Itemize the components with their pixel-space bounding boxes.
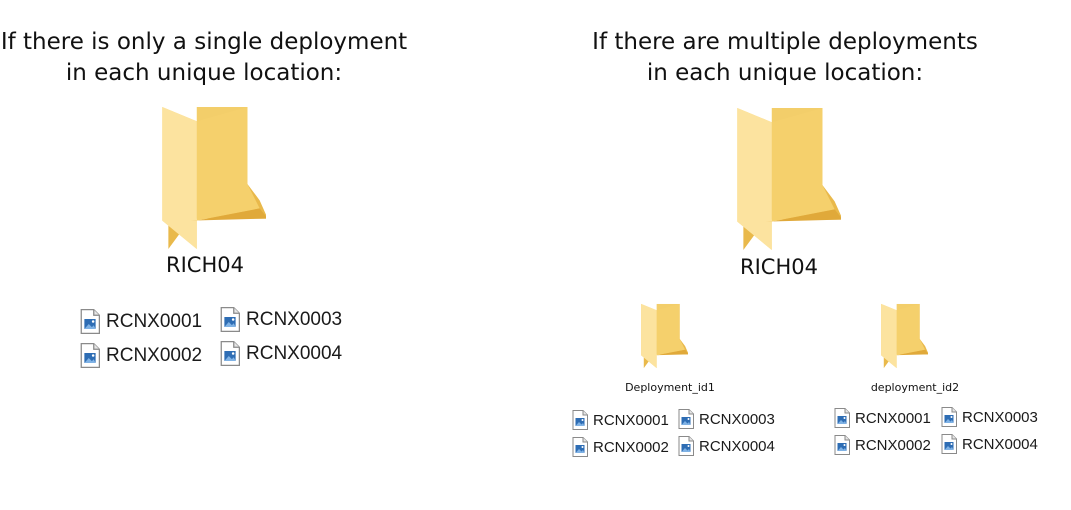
file-item[interactable]: RCNX0002 [834, 435, 931, 455]
image-file-icon [678, 409, 694, 429]
folder-icon[interactable] [640, 302, 688, 370]
file-name: RCNX0004 [699, 437, 775, 455]
right-heading: If there are multiple deployments in eac… [576, 27, 994, 89]
right-folder-label: RICH04 [740, 255, 818, 279]
subfolder-label: deployment_id2 [870, 381, 960, 394]
file-item[interactable]: RCNX0004 [220, 341, 342, 366]
file-name: RCNX0001 [106, 310, 203, 332]
image-file-icon [941, 434, 957, 454]
file-name: RCNX0001 [855, 409, 931, 427]
right-heading-line1: If there are multiple deployments [592, 29, 978, 55]
file-name: RCNX0002 [593, 438, 669, 456]
file-item[interactable]: RCNX0004 [941, 434, 1038, 454]
left-heading-line2: in each unique location: [65, 60, 343, 86]
image-file-icon [220, 307, 240, 332]
folder-icon[interactable] [880, 302, 928, 370]
folder-icon[interactable] [160, 107, 266, 249]
subfolder-label: Deployment_id1 [625, 381, 715, 394]
file-item[interactable]: RCNX0003 [941, 407, 1038, 427]
file-item[interactable]: RCNX0003 [220, 307, 342, 332]
file-name: RCNX0004 [962, 435, 1038, 453]
file-item[interactable]: RCNX0001 [572, 410, 669, 430]
file-name: RCNX0003 [246, 308, 343, 330]
image-file-icon [80, 343, 100, 368]
file-item[interactable]: RCNX0002 [80, 343, 202, 368]
file-item[interactable]: RCNX0001 [834, 408, 931, 428]
folder-icon[interactable] [735, 108, 841, 250]
file-name: RCNX0002 [855, 436, 931, 454]
file-item[interactable]: RCNX0002 [572, 437, 669, 457]
right-heading-line2: in each unique location: [646, 60, 924, 86]
file-item[interactable]: RCNX0003 [678, 409, 775, 429]
image-file-icon [834, 435, 850, 455]
image-file-icon [834, 408, 850, 428]
file-item[interactable]: RCNX0001 [80, 309, 202, 334]
left-folder-label: RICH04 [166, 253, 244, 277]
image-file-icon [220, 341, 240, 366]
image-file-icon [678, 436, 694, 456]
file-name: RCNX0003 [699, 410, 775, 428]
file-name: RCNX0003 [962, 408, 1038, 426]
image-file-icon [572, 437, 588, 457]
file-item[interactable]: RCNX0004 [678, 436, 775, 456]
file-name: RCNX0004 [246, 342, 343, 364]
file-name: RCNX0001 [593, 411, 669, 429]
image-file-icon [941, 407, 957, 427]
image-file-icon [80, 309, 100, 334]
file-name: RCNX0002 [106, 344, 203, 366]
left-heading: If there is only a single deployment in … [0, 27, 408, 89]
image-file-icon [572, 410, 588, 430]
left-heading-line1: If there is only a single deployment [0, 29, 408, 55]
